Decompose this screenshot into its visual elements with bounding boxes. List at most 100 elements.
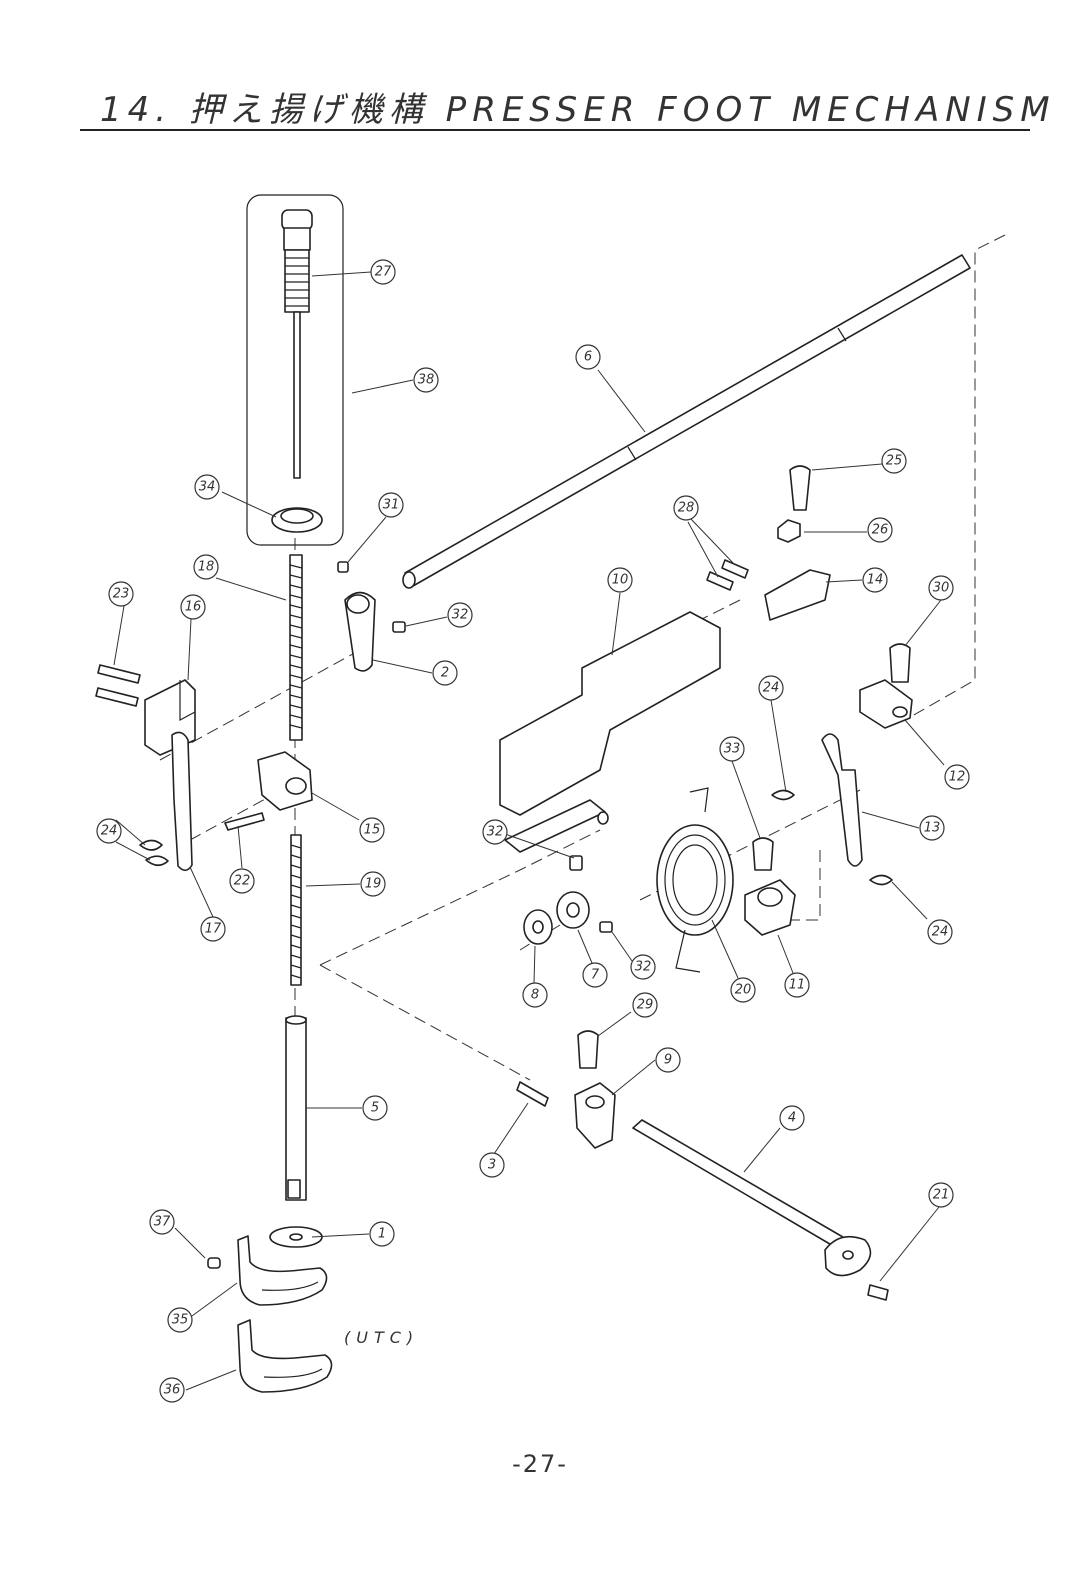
callout-32c: 32: [630, 954, 656, 980]
callout-13: 13: [919, 815, 945, 841]
callout-number: 32: [452, 608, 469, 623]
callout-number: 3: [488, 1158, 496, 1173]
callout-number: 32: [635, 960, 652, 975]
utc-note: (UTC): [344, 1328, 420, 1347]
callout-number: 15: [364, 823, 381, 838]
title-rule: [80, 129, 1030, 131]
callout-number: 22: [234, 874, 251, 889]
presser-foot-36: [237, 1319, 333, 1393]
callout-5: 5: [362, 1095, 388, 1121]
spring-19: [290, 834, 302, 986]
callout-number: 33: [724, 742, 741, 757]
crank-2: [337, 561, 406, 672]
callout-10: 10: [607, 567, 633, 593]
callout-number: 32: [487, 825, 504, 840]
callout-17: 17: [200, 916, 226, 942]
callout-20: 20: [730, 977, 756, 1003]
callout-1: 1: [369, 1221, 395, 1247]
callout-number: 14: [867, 573, 884, 588]
part-38-rod-assembly: [246, 194, 344, 546]
page-number: -27-: [512, 1450, 568, 1478]
callout-number: 9: [664, 1053, 672, 1068]
callout-number: 6: [584, 350, 592, 365]
callout-15: 15: [359, 817, 385, 843]
callout-23: 23: [108, 581, 134, 607]
callout-38: 38: [413, 367, 439, 393]
callout-number: 35: [172, 1313, 189, 1328]
callout-number: 37: [154, 1215, 171, 1230]
callout-number: 36: [164, 1383, 181, 1398]
callout-9: 9: [655, 1047, 681, 1073]
callout-number: 28: [678, 501, 695, 516]
presser-foot-35: [237, 1235, 328, 1306]
callout-30: 30: [928, 575, 954, 601]
block-12: [859, 643, 913, 729]
callout-19: 19: [360, 871, 386, 897]
page-title: 14. 押え揚げ機構 PRESSER FOOT MECHANISM: [100, 90, 1056, 130]
callout-24b: 24: [758, 675, 784, 701]
callout-18: 18: [193, 554, 219, 580]
callout-2: 2: [432, 660, 458, 686]
callout-number: 19: [365, 877, 382, 892]
shaft-4: [632, 1119, 889, 1301]
callout-number: 29: [637, 998, 654, 1013]
callout-31: 31: [378, 492, 404, 518]
callout-number: 16: [185, 600, 202, 615]
callout-number: 5: [371, 1101, 379, 1116]
callout-32a: 32: [447, 602, 473, 628]
callout-number: 26: [872, 523, 889, 538]
callout-number: 34: [199, 480, 216, 495]
callout-number: 2: [441, 666, 449, 681]
callout-number: 21: [933, 1188, 950, 1203]
screw-37: [207, 1257, 221, 1269]
callout-number: 27: [375, 265, 392, 280]
callout-6: 6: [575, 344, 601, 370]
callout-24c: 24: [927, 919, 953, 945]
callout-number: 24: [932, 925, 949, 940]
callout-number: 12: [949, 770, 966, 785]
collar-11: [744, 837, 796, 936]
leader-lines: [113, 271, 945, 1391]
bracket-16: [95, 664, 196, 756]
shaft-6: [402, 254, 971, 589]
clamp-15: [224, 751, 313, 831]
collar-7: [523, 855, 613, 945]
block-9: [516, 1030, 616, 1149]
callout-number: 38: [418, 373, 435, 388]
callout-number: 30: [933, 581, 950, 596]
callout-number: 25: [886, 454, 903, 469]
callout-28: 28: [673, 495, 699, 521]
callout-7: 7: [582, 962, 608, 988]
callout-36: 36: [159, 1377, 185, 1403]
plate-14: [706, 465, 831, 621]
callout-number: 17: [205, 922, 222, 937]
lever-13: [771, 733, 893, 886]
callout-number: 8: [531, 988, 539, 1003]
callout-27: 27: [370, 259, 396, 285]
callout-25: 25: [881, 448, 907, 474]
presser-bar-5: [269, 1015, 323, 1248]
callout-35: 35: [167, 1307, 193, 1333]
callout-number: 7: [591, 968, 600, 983]
callout-number: 11: [789, 978, 806, 993]
lever-10: [499, 611, 721, 853]
callout-37: 37: [149, 1209, 175, 1235]
callout-number: 13: [924, 821, 941, 836]
callout-number: 23: [113, 587, 130, 602]
callout-34: 34: [194, 474, 220, 500]
callout-29: 29: [632, 992, 658, 1018]
callout-22: 22: [229, 868, 255, 894]
callout-12: 12: [944, 764, 970, 790]
callout-number: 20: [735, 983, 752, 998]
callout-number: 4: [788, 1111, 796, 1126]
callout-26: 26: [867, 517, 893, 543]
callout-16: 16: [180, 594, 206, 620]
callout-number: 24: [763, 681, 780, 696]
callout-4: 4: [779, 1105, 805, 1131]
link-17: [139, 731, 193, 872]
callout-24a: 24: [96, 818, 122, 844]
callout-32b: 32: [482, 819, 508, 845]
callout-number: 31: [383, 498, 400, 513]
callout-3: 3: [479, 1152, 505, 1178]
